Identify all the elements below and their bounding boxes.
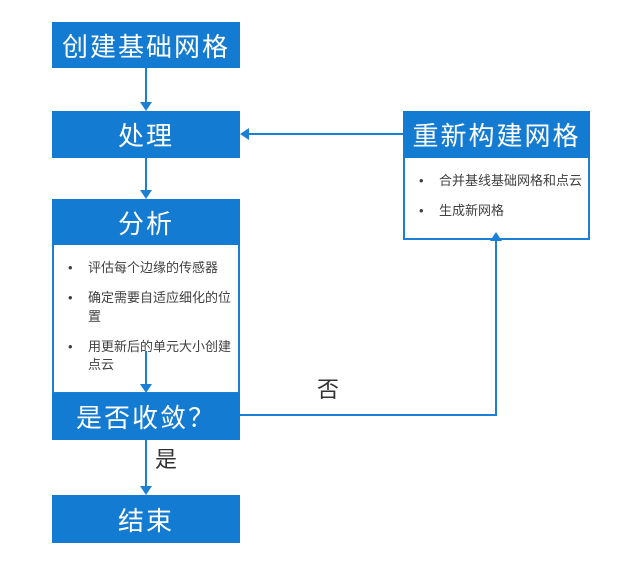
edge-label-no: 否 bbox=[317, 377, 340, 402]
analyze-bullet: 评估每个边缘的传感器 bbox=[54, 259, 234, 278]
node-process: 处理 bbox=[52, 111, 240, 158]
analyze-bullet: 用更新后的单元大小创建点云 bbox=[54, 338, 234, 376]
connector-rebuild-to-process bbox=[249, 133, 403, 135]
connector-process-to-analyze bbox=[145, 158, 147, 191]
connector-converged-to-end bbox=[145, 440, 147, 487]
connector-create-to-process bbox=[145, 68, 147, 103]
node-rebuild-body: 合并基线基础网格和点云 生成新网格 bbox=[403, 158, 590, 240]
arrow-down-icon bbox=[140, 190, 152, 199]
node-analyze: 分析 评估每个边缘的传感器 确定需要自适应细化的位置 用更新后的单元大小创建点云 bbox=[52, 199, 240, 395]
arrow-down-icon bbox=[140, 486, 152, 495]
node-create-base-mesh: 创建基础网格 bbox=[52, 22, 240, 68]
node-analyze-title: 分析 bbox=[52, 199, 240, 245]
node-end: 结束 bbox=[52, 495, 240, 543]
arrow-up-icon bbox=[490, 232, 502, 241]
arrow-down-icon bbox=[140, 384, 152, 393]
connector-analyze-to-converged bbox=[145, 351, 147, 385]
arrow-down-icon bbox=[140, 102, 152, 111]
analyze-bullet: 确定需要自适应细化的位置 bbox=[54, 289, 234, 327]
node-rebuild-mesh: 重新构建网格 合并基线基础网格和点云 生成新网格 bbox=[403, 111, 590, 240]
rebuild-bullet: 生成新网格 bbox=[405, 202, 584, 221]
connector-converged-to-rebuild-vertical bbox=[495, 241, 497, 416]
arrow-left-icon bbox=[240, 128, 249, 140]
rebuild-bullet: 合并基线基础网格和点云 bbox=[405, 172, 584, 191]
rebuild-bullet-list: 合并基线基础网格和点云 生成新网格 bbox=[405, 172, 584, 221]
edge-label-yes: 是 bbox=[155, 447, 178, 472]
connector-converged-to-rebuild-horizontal bbox=[240, 414, 497, 416]
analyze-bullet-list: 评估每个边缘的传感器 确定需要自适应细化的位置 用更新后的单元大小创建点云 bbox=[54, 259, 234, 375]
node-converged-decision: 是否收敛？ bbox=[52, 393, 240, 440]
node-analyze-body: 评估每个边缘的传感器 确定需要自适应细化的位置 用更新后的单元大小创建点云 bbox=[52, 245, 240, 395]
node-rebuild-title: 重新构建网格 bbox=[403, 111, 590, 158]
